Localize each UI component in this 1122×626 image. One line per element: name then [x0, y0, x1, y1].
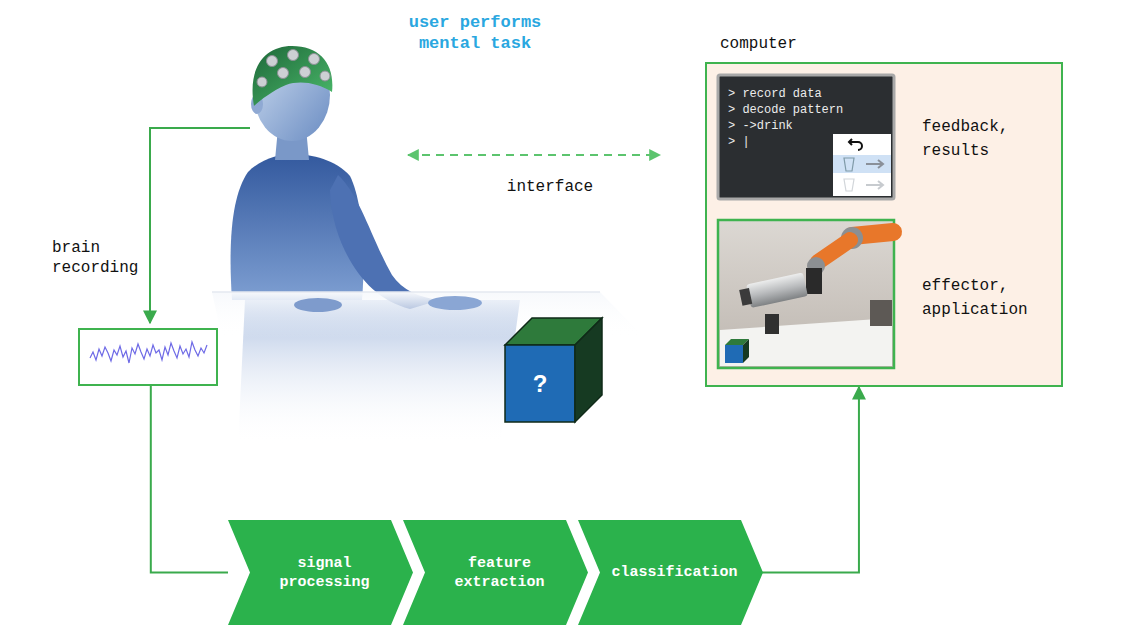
chevron-shape — [578, 520, 763, 625]
label-box: feedback, results — [922, 115, 1047, 163]
target-cube: ? — [505, 318, 602, 422]
recording-box-fill — [78, 328, 218, 386]
label-box: interface — [495, 175, 605, 199]
node-text: feature extraction — [427, 554, 572, 592]
robot-photo — [743, 339, 749, 363]
robot-photo — [720, 318, 892, 366]
computer-panel-fill — [705, 62, 1063, 387]
choice-menu — [844, 179, 854, 191]
eeg-trace — [90, 342, 207, 363]
robot-photo — [718, 220, 894, 368]
electrode — [309, 54, 320, 65]
robot-photo — [765, 314, 779, 334]
node-text: classification — [602, 563, 747, 582]
label-text: interface — [495, 175, 605, 199]
interface-arrow — [408, 154, 660, 156]
choice-menu — [844, 158, 854, 171]
terminal-line: > record data — [728, 86, 884, 102]
choice-menu — [866, 181, 883, 189]
node-text: ? — [505, 345, 575, 422]
computer-panel: computer> record data> decode pattern> -… — [705, 62, 1063, 387]
robot-photo — [718, 220, 894, 368]
chevron-shape — [228, 520, 413, 625]
choice-menu — [833, 134, 891, 196]
choice-menu — [833, 155, 891, 173]
hand — [428, 296, 482, 310]
user-figure — [212, 46, 645, 445]
label-text: effector, application — [922, 274, 1057, 322]
terminal-line: > | — [728, 134, 884, 150]
electrode — [257, 77, 267, 87]
label-box: effector, application — [922, 274, 1057, 322]
label-text: user performs mental task — [385, 12, 565, 54]
hand — [294, 298, 342, 312]
pipeline-chevron: classification — [578, 520, 753, 625]
cube-front — [505, 345, 575, 422]
cube-side — [575, 318, 602, 422]
terminal-screen — [718, 75, 894, 199]
robot-photo — [739, 288, 752, 306]
node-text: brain recording — [52, 238, 152, 278]
connector — [753, 387, 859, 573]
electrode — [288, 50, 299, 61]
label-box: user performs mental task — [385, 12, 565, 54]
pipeline-chevron: feature extraction — [403, 520, 578, 625]
terminal-box: > record data> decode pattern> ->drink> … — [718, 75, 894, 199]
electrode — [267, 56, 278, 67]
electrode — [278, 68, 289, 79]
node-text: computer — [720, 34, 1074, 54]
chevron-shape — [403, 520, 588, 625]
terminal-line: > decode pattern — [728, 102, 884, 118]
robot-photo — [746, 272, 808, 308]
robot-photo — [870, 300, 892, 326]
robot-photo — [725, 345, 743, 363]
eeg-cap — [253, 46, 333, 106]
choice-menu — [866, 160, 883, 168]
recording-box: brain recording — [78, 328, 218, 386]
robot-photo — [738, 272, 808, 309]
electrode — [300, 67, 311, 78]
desk-edge — [212, 291, 600, 293]
choice-menu — [849, 139, 862, 150]
electrode — [320, 71, 330, 81]
recording-wire — [150, 128, 250, 323]
pipeline-chevron: signal processing — [228, 520, 403, 625]
chevron-shape — [403, 520, 588, 625]
label-text: feedback, results — [922, 115, 1047, 163]
connector — [151, 386, 228, 573]
choice-menu — [833, 134, 891, 196]
robot-photo — [806, 268, 822, 294]
node-text: signal processing — [252, 554, 397, 592]
chevron-shape — [228, 520, 413, 625]
cube-shape — [505, 318, 602, 422]
front-arm — [330, 175, 440, 309]
electrode — [257, 50, 330, 88]
terminal-line: > ->drink — [728, 118, 884, 134]
robot-photo — [818, 240, 850, 262]
